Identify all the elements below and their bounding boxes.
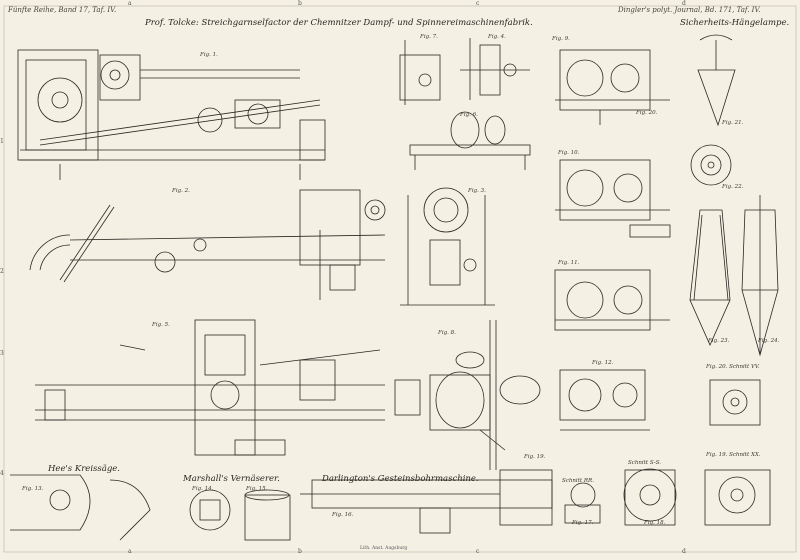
figure-label: Fig. 6. xyxy=(460,112,478,118)
figure-label: Fig. 8. xyxy=(438,330,456,336)
figure-label: Fig. 18. xyxy=(644,520,666,526)
imprint-label: Lith. Anst. Augsburg xyxy=(360,546,408,551)
fig17-section-drawing xyxy=(564,482,601,524)
side-grid-number: 2 xyxy=(0,268,4,275)
side-grid-number: 1 xyxy=(0,138,4,145)
fig6-drawing xyxy=(409,111,531,170)
fig22-lamp-drawing xyxy=(690,144,732,186)
section-caption: Schnitt S-S. xyxy=(628,460,662,466)
figure-label: Fig. 19. xyxy=(524,454,546,460)
figure-label: Fig. 2. xyxy=(172,188,190,194)
fig9-drawing xyxy=(555,49,670,125)
figure-label: Fig. 9. xyxy=(552,36,570,42)
fig10-drawing xyxy=(555,159,671,238)
fig8-drawing xyxy=(394,320,541,470)
lamp-title: Sicherheits-Hängelampe. xyxy=(680,18,790,28)
section-caption: Schnitt RR. xyxy=(562,478,594,484)
bottom-grid-letter: b xyxy=(298,548,302,555)
figure-label: Fig. 1. xyxy=(200,52,218,58)
top-grid-letter: b xyxy=(298,0,302,7)
fig3-drawing xyxy=(400,187,495,306)
fig11-drawing xyxy=(554,269,670,331)
fig24-lamp-drawing xyxy=(741,195,779,357)
figure-label: Fig. 7. xyxy=(420,34,438,40)
figure-label: Fig. 20. xyxy=(636,110,658,116)
fig21-lamp-drawing xyxy=(697,34,736,127)
fig4-drawing xyxy=(460,38,530,100)
fig19-section-drawing xyxy=(704,469,771,526)
figure-label: Fig. 23. xyxy=(708,338,730,344)
header-series-label: Fünfte Reihe, Band 17, Taf. IV. xyxy=(8,6,117,14)
figure-label: Fig. 14. xyxy=(192,486,214,492)
side-grid-number: 3 xyxy=(0,350,4,357)
figure-label: Fig. 17. xyxy=(572,520,594,526)
fig15-drawing xyxy=(244,489,291,541)
fig20-section-drawing xyxy=(709,379,761,426)
fig18-section-drawing xyxy=(623,468,677,526)
header-journal-label: Dingler's polyt. Journal, Bd. 171, Taf. … xyxy=(618,6,761,14)
section-caption: Fig. 19. Schnitt XX. xyxy=(706,452,761,458)
fig14-drawing xyxy=(189,489,231,531)
side-grid-number: 4 xyxy=(0,470,4,477)
fig7-drawing xyxy=(399,40,441,105)
figure-label: Fig. 13. xyxy=(22,486,44,492)
section-caption: Fig. 20. Schnitt VV. xyxy=(706,364,760,370)
figure-label: Fig. 16. xyxy=(332,512,354,518)
figure-label: Fig. 5. xyxy=(152,322,170,328)
top-grid-letter: d xyxy=(682,0,686,7)
figure-label: Fig. 3. xyxy=(468,188,486,194)
fig2-drawing xyxy=(29,189,386,300)
darlington-title: Darlington's Gesteinsbohrmaschine. xyxy=(322,474,479,484)
figure-label: Fig. 4. xyxy=(488,34,506,40)
saw-title: Hee's Kreissäge. xyxy=(48,464,121,474)
figure-label: Fig. 21. xyxy=(722,120,744,126)
figure-label: Fig. 24. xyxy=(758,338,780,344)
fig23-lamp-drawing xyxy=(689,209,731,346)
figure-label: Fig. 15. xyxy=(246,486,268,492)
top-grid-letter: a xyxy=(128,0,132,7)
bottom-grid-letter: a xyxy=(128,548,132,555)
fig13-saw-drawing xyxy=(10,474,151,541)
figure-label: Fig. 22. xyxy=(722,184,744,190)
fig16-rock-drill-drawing xyxy=(300,469,553,534)
marshall-title: Marshall's Vernäserer. xyxy=(183,474,280,484)
fig12-drawing xyxy=(559,369,650,431)
bottom-grid-letter: c xyxy=(476,548,480,555)
top-grid-letter: c xyxy=(476,0,480,7)
fig1-selfactor-drawing xyxy=(17,49,326,180)
plate-border xyxy=(3,5,797,553)
main-title: Prof. Tolcke: Streichgarnselfactor der C… xyxy=(145,18,533,28)
figure-label: Fig. 11. xyxy=(558,260,580,266)
figure-label: Fig. 10. xyxy=(558,150,580,156)
figure-label: Fig. 12. xyxy=(592,360,614,366)
bottom-grid-letter: d xyxy=(682,548,686,555)
fig5-drawing xyxy=(35,319,385,456)
